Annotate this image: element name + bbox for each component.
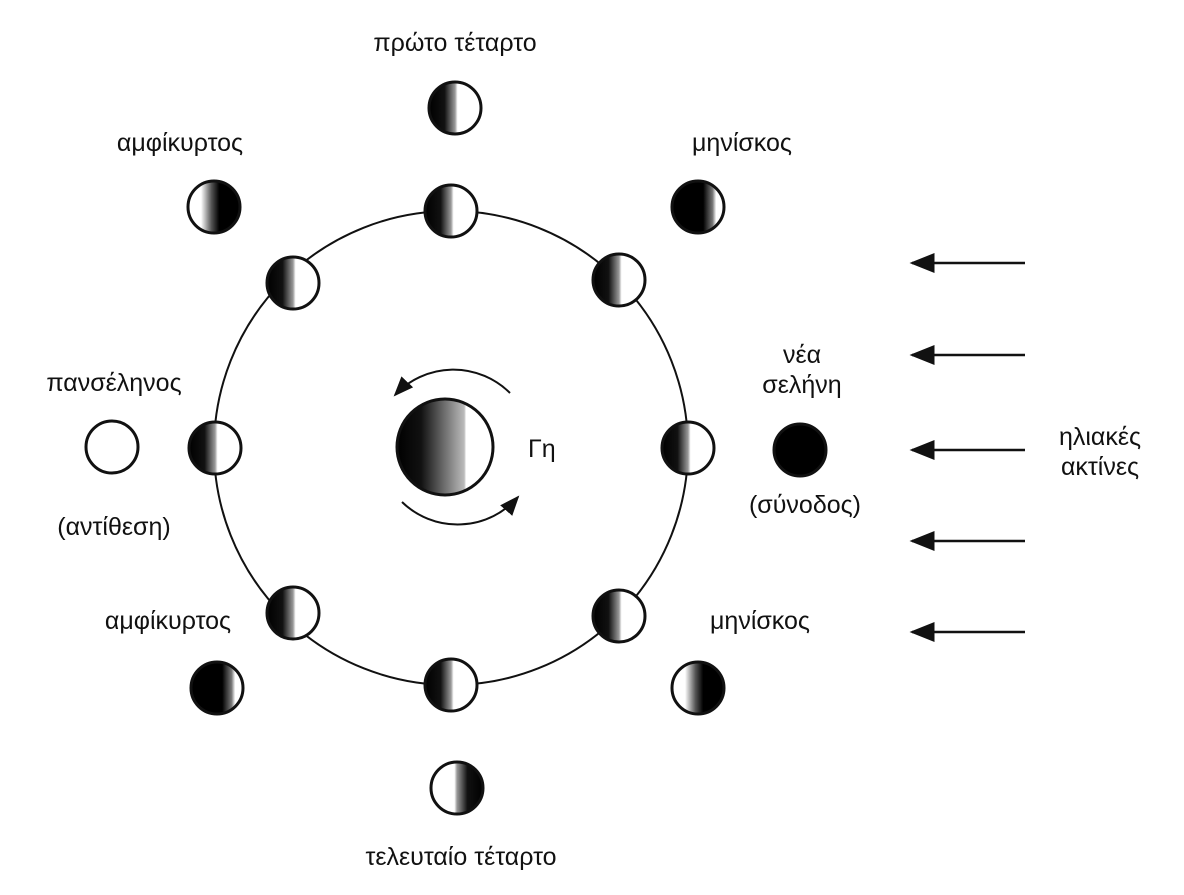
label-crescent-top: μηνίσκος <box>692 129 792 157</box>
moon-full <box>84 419 140 475</box>
orbit-moon-top-right <box>591 252 647 308</box>
label-opposition: (αντίθεση) <box>57 513 171 541</box>
label-crescent-bottom: μηνίσκος <box>710 607 810 635</box>
label-gibbous-top: αμφίκυρτος <box>116 129 244 157</box>
label-conjunction: (σύνοδος) <box>748 491 862 519</box>
label-first-quarter: πρώτο τέταρτο <box>373 29 537 57</box>
rotation-arrow-bottom <box>401 495 520 526</box>
label-last-quarter: τελευταίο τέταρτο <box>365 843 557 871</box>
moon-gibbous-bottom <box>189 660 245 716</box>
orbit-moon-top-left <box>265 255 321 311</box>
moon-gibbous-top <box>186 179 242 235</box>
moon-new <box>772 422 828 478</box>
orbit-moon-right <box>660 420 716 476</box>
moon-first-quarter <box>427 80 483 136</box>
label-sun-rays-2: ακτίνες <box>1060 453 1140 481</box>
label-gibbous-bottom: αμφίκυρτος <box>104 607 232 635</box>
earth-globe <box>395 397 495 497</box>
label-full-moon: πανσέληνος <box>46 369 182 397</box>
orbit-moon-left <box>187 420 243 476</box>
label-sun-rays-1: ηλιακές <box>1058 423 1142 451</box>
orbit-moon-bottom <box>423 657 479 713</box>
earth <box>393 368 520 526</box>
moon-crescent-bottom <box>670 660 726 716</box>
orbit-moon-bottom-left <box>265 585 321 641</box>
rotation-arrow-top <box>393 368 511 397</box>
label-new-moon-1: νέα <box>782 341 822 369</box>
moon-crescent-top <box>670 179 726 235</box>
label-earth: Γη <box>528 435 556 463</box>
moon-last-quarter <box>429 760 485 816</box>
sun-ray-arrows <box>909 253 1025 642</box>
orbit-moon-top <box>423 183 479 239</box>
label-new-moon-2: σελήνη <box>762 371 842 399</box>
orbit-moons <box>187 183 716 713</box>
orbit-moon-bottom-right <box>591 588 647 644</box>
phase-moons <box>84 80 828 816</box>
